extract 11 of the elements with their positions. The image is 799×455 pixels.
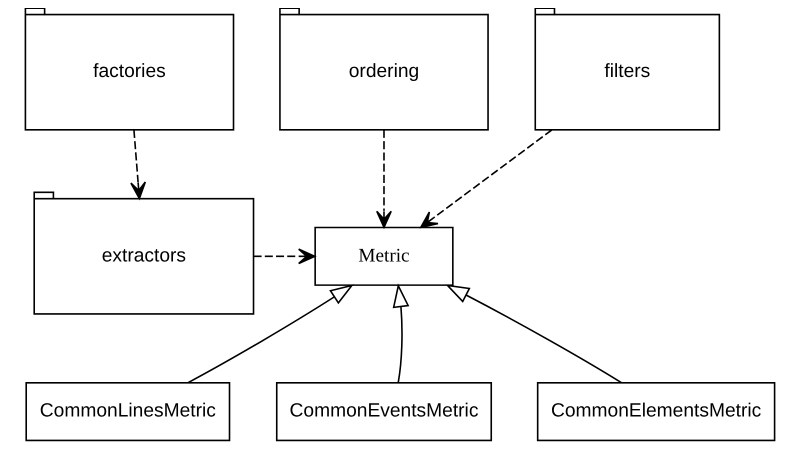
node-box: CommonLinesMetric bbox=[24, 382, 230, 442]
arrow bbox=[444, 284, 622, 384]
arrow bbox=[187, 284, 354, 384]
node-box: CommonElementsMetric bbox=[536, 382, 775, 442]
arrow bbox=[392, 283, 409, 382]
arrow bbox=[420, 129, 552, 228]
arrow bbox=[253, 248, 316, 264]
node-box: CommonEventsMetric bbox=[275, 382, 492, 442]
node-box: Metric bbox=[314, 226, 454, 286]
arrow bbox=[376, 130, 392, 228]
arrow bbox=[130, 130, 146, 200]
